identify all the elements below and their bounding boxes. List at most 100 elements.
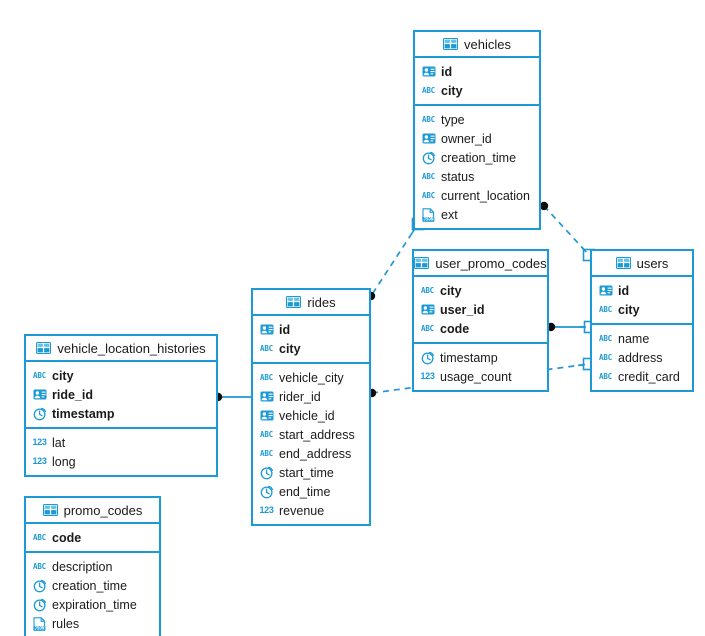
id-card-icon — [259, 323, 274, 337]
clock-icon — [260, 466, 273, 479]
id-card-icon — [422, 66, 435, 77]
table-icon — [36, 342, 52, 354]
field-row[interactable]: ABC type — [415, 110, 539, 129]
field-name: ride_id — [52, 387, 93, 402]
field-row[interactable]: timestamp — [414, 348, 547, 367]
field-row[interactable]: ABC current_location — [415, 186, 539, 205]
field-name: type — [441, 112, 465, 127]
field-row[interactable]: creation_time — [26, 576, 159, 595]
field-row[interactable]: id — [253, 320, 369, 339]
relationship-line-vehicles-rides[interactable] — [370, 223, 419, 297]
abc-icon: ABC — [422, 171, 435, 181]
table-header[interactable]: vehicles — [415, 32, 539, 58]
id-card-icon — [422, 133, 435, 144]
number-icon: 123 — [420, 370, 435, 384]
abc-icon: ABC — [422, 190, 435, 200]
clock-icon — [33, 579, 46, 592]
abc-icon: ABC — [422, 114, 435, 124]
field-row[interactable]: id — [592, 281, 692, 300]
clock-icon — [33, 407, 46, 420]
field-row[interactable]: user_id — [414, 300, 547, 319]
table-header[interactable]: users — [592, 251, 692, 277]
field-name: revenue — [279, 503, 325, 518]
field-name: expiration_time — [52, 597, 137, 612]
id-card-icon — [260, 324, 273, 335]
field-row[interactable]: 123 revenue — [253, 501, 369, 520]
table-header[interactable]: promo_codes — [26, 498, 159, 524]
table-header[interactable]: vehicle_location_histories — [26, 336, 216, 362]
field-row[interactable]: ride_id — [26, 385, 216, 404]
clock-icon — [259, 466, 274, 480]
relationship-line-vehicles-users[interactable] — [543, 205, 590, 256]
id-card-icon — [33, 389, 46, 400]
table-icon — [42, 503, 58, 517]
field-row[interactable]: owner_id — [415, 129, 539, 148]
abc-icon: ABC — [420, 322, 435, 336]
number-icon: 123 — [32, 455, 47, 469]
table-name: vehicle_location_histories — [57, 340, 206, 356]
number-icon: 123 — [259, 504, 274, 518]
table-header[interactable]: user_promo_codes — [414, 251, 547, 277]
field-name: long — [52, 454, 76, 469]
field-name: code — [440, 321, 470, 336]
field-name: start_time — [279, 465, 334, 480]
abc-icon: ABC — [421, 113, 436, 127]
table-icon — [286, 295, 302, 309]
abc-icon: ABC — [260, 448, 273, 458]
id-card-icon — [260, 410, 273, 421]
field-row[interactable]: 123 usage_count — [414, 367, 547, 386]
field-row[interactable]: expiration_time — [26, 595, 159, 614]
field-name: owner_id — [441, 131, 492, 146]
field-row[interactable]: end_time — [253, 482, 369, 501]
abc-icon: ABC — [260, 372, 273, 382]
field-name: usage_count — [440, 369, 512, 384]
clock-icon — [32, 579, 47, 593]
field-row[interactable]: ABC status — [415, 167, 539, 186]
field-row[interactable]: 123 long — [26, 452, 216, 471]
abc-icon: ABC — [599, 333, 612, 343]
field-row[interactable]: vehicle_id — [253, 406, 369, 425]
abc-icon: ABC — [598, 351, 613, 365]
field-row[interactable]: start_time — [253, 463, 369, 482]
field-name: status — [441, 169, 475, 184]
field-row[interactable]: creation_time — [415, 148, 539, 167]
field-name: end_time — [279, 484, 331, 499]
abc-icon: ABC — [598, 303, 613, 317]
field-name: city — [441, 83, 463, 98]
field-row[interactable]: ABC code — [414, 319, 547, 338]
table-icon — [615, 257, 631, 269]
field-row[interactable]: timestamp — [26, 404, 216, 423]
field-name: lat — [52, 435, 66, 450]
table-header[interactable]: rides — [253, 290, 369, 316]
clock-icon — [421, 151, 436, 165]
field-row[interactable]: rider_id — [253, 387, 369, 406]
field-row[interactable]: id — [415, 62, 539, 81]
field-name: current_location — [441, 188, 530, 203]
